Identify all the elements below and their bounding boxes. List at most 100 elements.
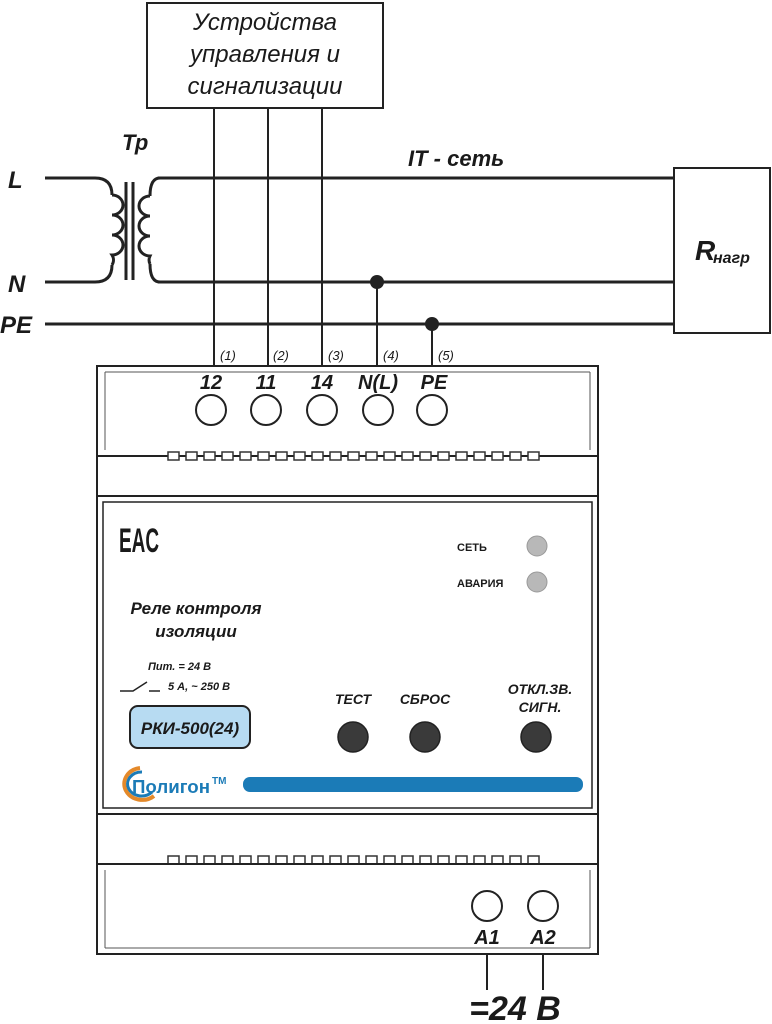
eac-mark: EAC <box>119 522 159 560</box>
terminal-number-1: (1) <box>220 348 236 363</box>
vent-slot <box>401 855 414 865</box>
btn-reset[interactable] <box>409 721 441 753</box>
terminal-number-4: (4) <box>383 348 399 363</box>
vent-slot <box>491 451 504 461</box>
vent-slot <box>383 451 396 461</box>
vent-slot <box>455 855 468 865</box>
vent-slot <box>185 855 198 865</box>
line-l-label: L <box>8 167 23 194</box>
contact-spec: 5 А, ~ 250 В <box>168 681 230 693</box>
bottom-terminal-block <box>96 863 599 955</box>
vent-slot <box>293 451 306 461</box>
upper-vents <box>167 451 540 461</box>
brand-name: Полигон <box>132 777 210 797</box>
vent-slot <box>473 855 486 865</box>
vent-slot <box>239 855 252 865</box>
btn-mute-label-line2: СИГН. <box>519 699 562 715</box>
screw-12-icon <box>195 394 227 426</box>
vent-slot <box>365 855 378 865</box>
vent-slot <box>419 855 432 865</box>
vent-slot <box>347 855 360 865</box>
contact-symbol-icon <box>120 681 160 692</box>
vent-slot <box>383 855 396 865</box>
terminal-number-3: (3) <box>328 348 344 363</box>
vent-slot <box>329 855 342 865</box>
brand-tm: TM <box>212 776 226 787</box>
screw-nl-icon <box>362 394 394 426</box>
load-label-main: R <box>695 235 716 266</box>
vent-slot <box>203 855 216 865</box>
vent-slot <box>437 451 450 461</box>
control-signalling-box: Устройства управления и сигнализации <box>146 2 384 109</box>
vent-slot <box>329 451 342 461</box>
vent-slot <box>419 451 432 461</box>
transformer-label: Тр <box>122 130 148 155</box>
vent-slot <box>257 855 270 865</box>
vent-slot <box>437 855 450 865</box>
top-screws <box>195 394 448 426</box>
load-label-sub: нагр <box>713 250 750 267</box>
vent-slot <box>347 451 360 461</box>
vent-slot <box>455 451 468 461</box>
brand-bar <box>243 777 583 792</box>
top-terminal-block <box>96 365 599 457</box>
terminal-label-14: 14 <box>311 372 333 394</box>
vent-slot <box>293 855 306 865</box>
front-panel <box>96 495 599 815</box>
load-box: R нагр <box>673 167 771 334</box>
vent-slot <box>473 451 486 461</box>
terminal-label-12: 12 <box>200 372 222 394</box>
device-title-line2: изоляции <box>155 622 237 641</box>
indicator-power-led <box>526 535 548 557</box>
screw-11-icon <box>250 394 282 426</box>
vent-slot <box>221 451 234 461</box>
supply-label: =24 В <box>469 990 561 1024</box>
wire-n-in <box>45 264 114 284</box>
wires <box>45 176 674 326</box>
terminal-wires <box>213 108 433 366</box>
terminal-label-nl: N(L) <box>358 372 398 394</box>
vent-slot <box>203 451 216 461</box>
wire-l-in <box>45 176 114 196</box>
vent-slot <box>311 855 324 865</box>
vent-slot <box>527 855 540 865</box>
terminal-label-a1: A1 <box>473 927 500 949</box>
supply-wires <box>486 954 544 990</box>
vent-slot <box>365 451 378 461</box>
terminal-label-11: 11 <box>256 372 277 394</box>
brand-logo: Полигон TM <box>122 766 226 802</box>
wire-sec-bottom <box>148 263 161 284</box>
btn-mute[interactable] <box>520 721 552 753</box>
control-box-line1: Устройства <box>192 9 337 36</box>
indicator-power-label: СЕТЬ <box>457 542 487 554</box>
primary-coil <box>109 193 125 266</box>
terminal-number-2: (2) <box>273 348 289 363</box>
control-box-line2: управления и <box>188 41 340 68</box>
network-label: IT - сеть <box>408 146 504 171</box>
vent-slot <box>221 855 234 865</box>
vent-slot <box>167 451 180 461</box>
screw-a1-icon <box>471 890 503 922</box>
vent-slot <box>167 855 180 865</box>
screw-14-icon <box>306 394 338 426</box>
lower-vents <box>167 855 540 865</box>
vent-slot <box>509 451 522 461</box>
device-title-line1: Реле контроля <box>130 599 261 618</box>
vent-slot <box>401 451 414 461</box>
model-label: РКИ-500(24) <box>141 719 240 738</box>
vent-slot <box>275 855 288 865</box>
indicator-alarm-led <box>526 571 548 593</box>
junction-dot-n <box>370 275 384 289</box>
power-spec: Пит. = 24 В <box>148 661 211 673</box>
vent-slot <box>527 451 540 461</box>
vent-slot <box>185 451 198 461</box>
junction-dot-pe <box>425 317 439 331</box>
vent-slot <box>239 451 252 461</box>
relay-device: 12 11 14 N(L) PE EAC СЕТЬ АВАРИЯ Реле ко… <box>96 365 599 955</box>
btn-reset-label: СБРОС <box>400 691 451 707</box>
btn-test[interactable] <box>337 721 369 753</box>
transformer <box>109 182 153 280</box>
line-n-label: N <box>8 271 26 298</box>
